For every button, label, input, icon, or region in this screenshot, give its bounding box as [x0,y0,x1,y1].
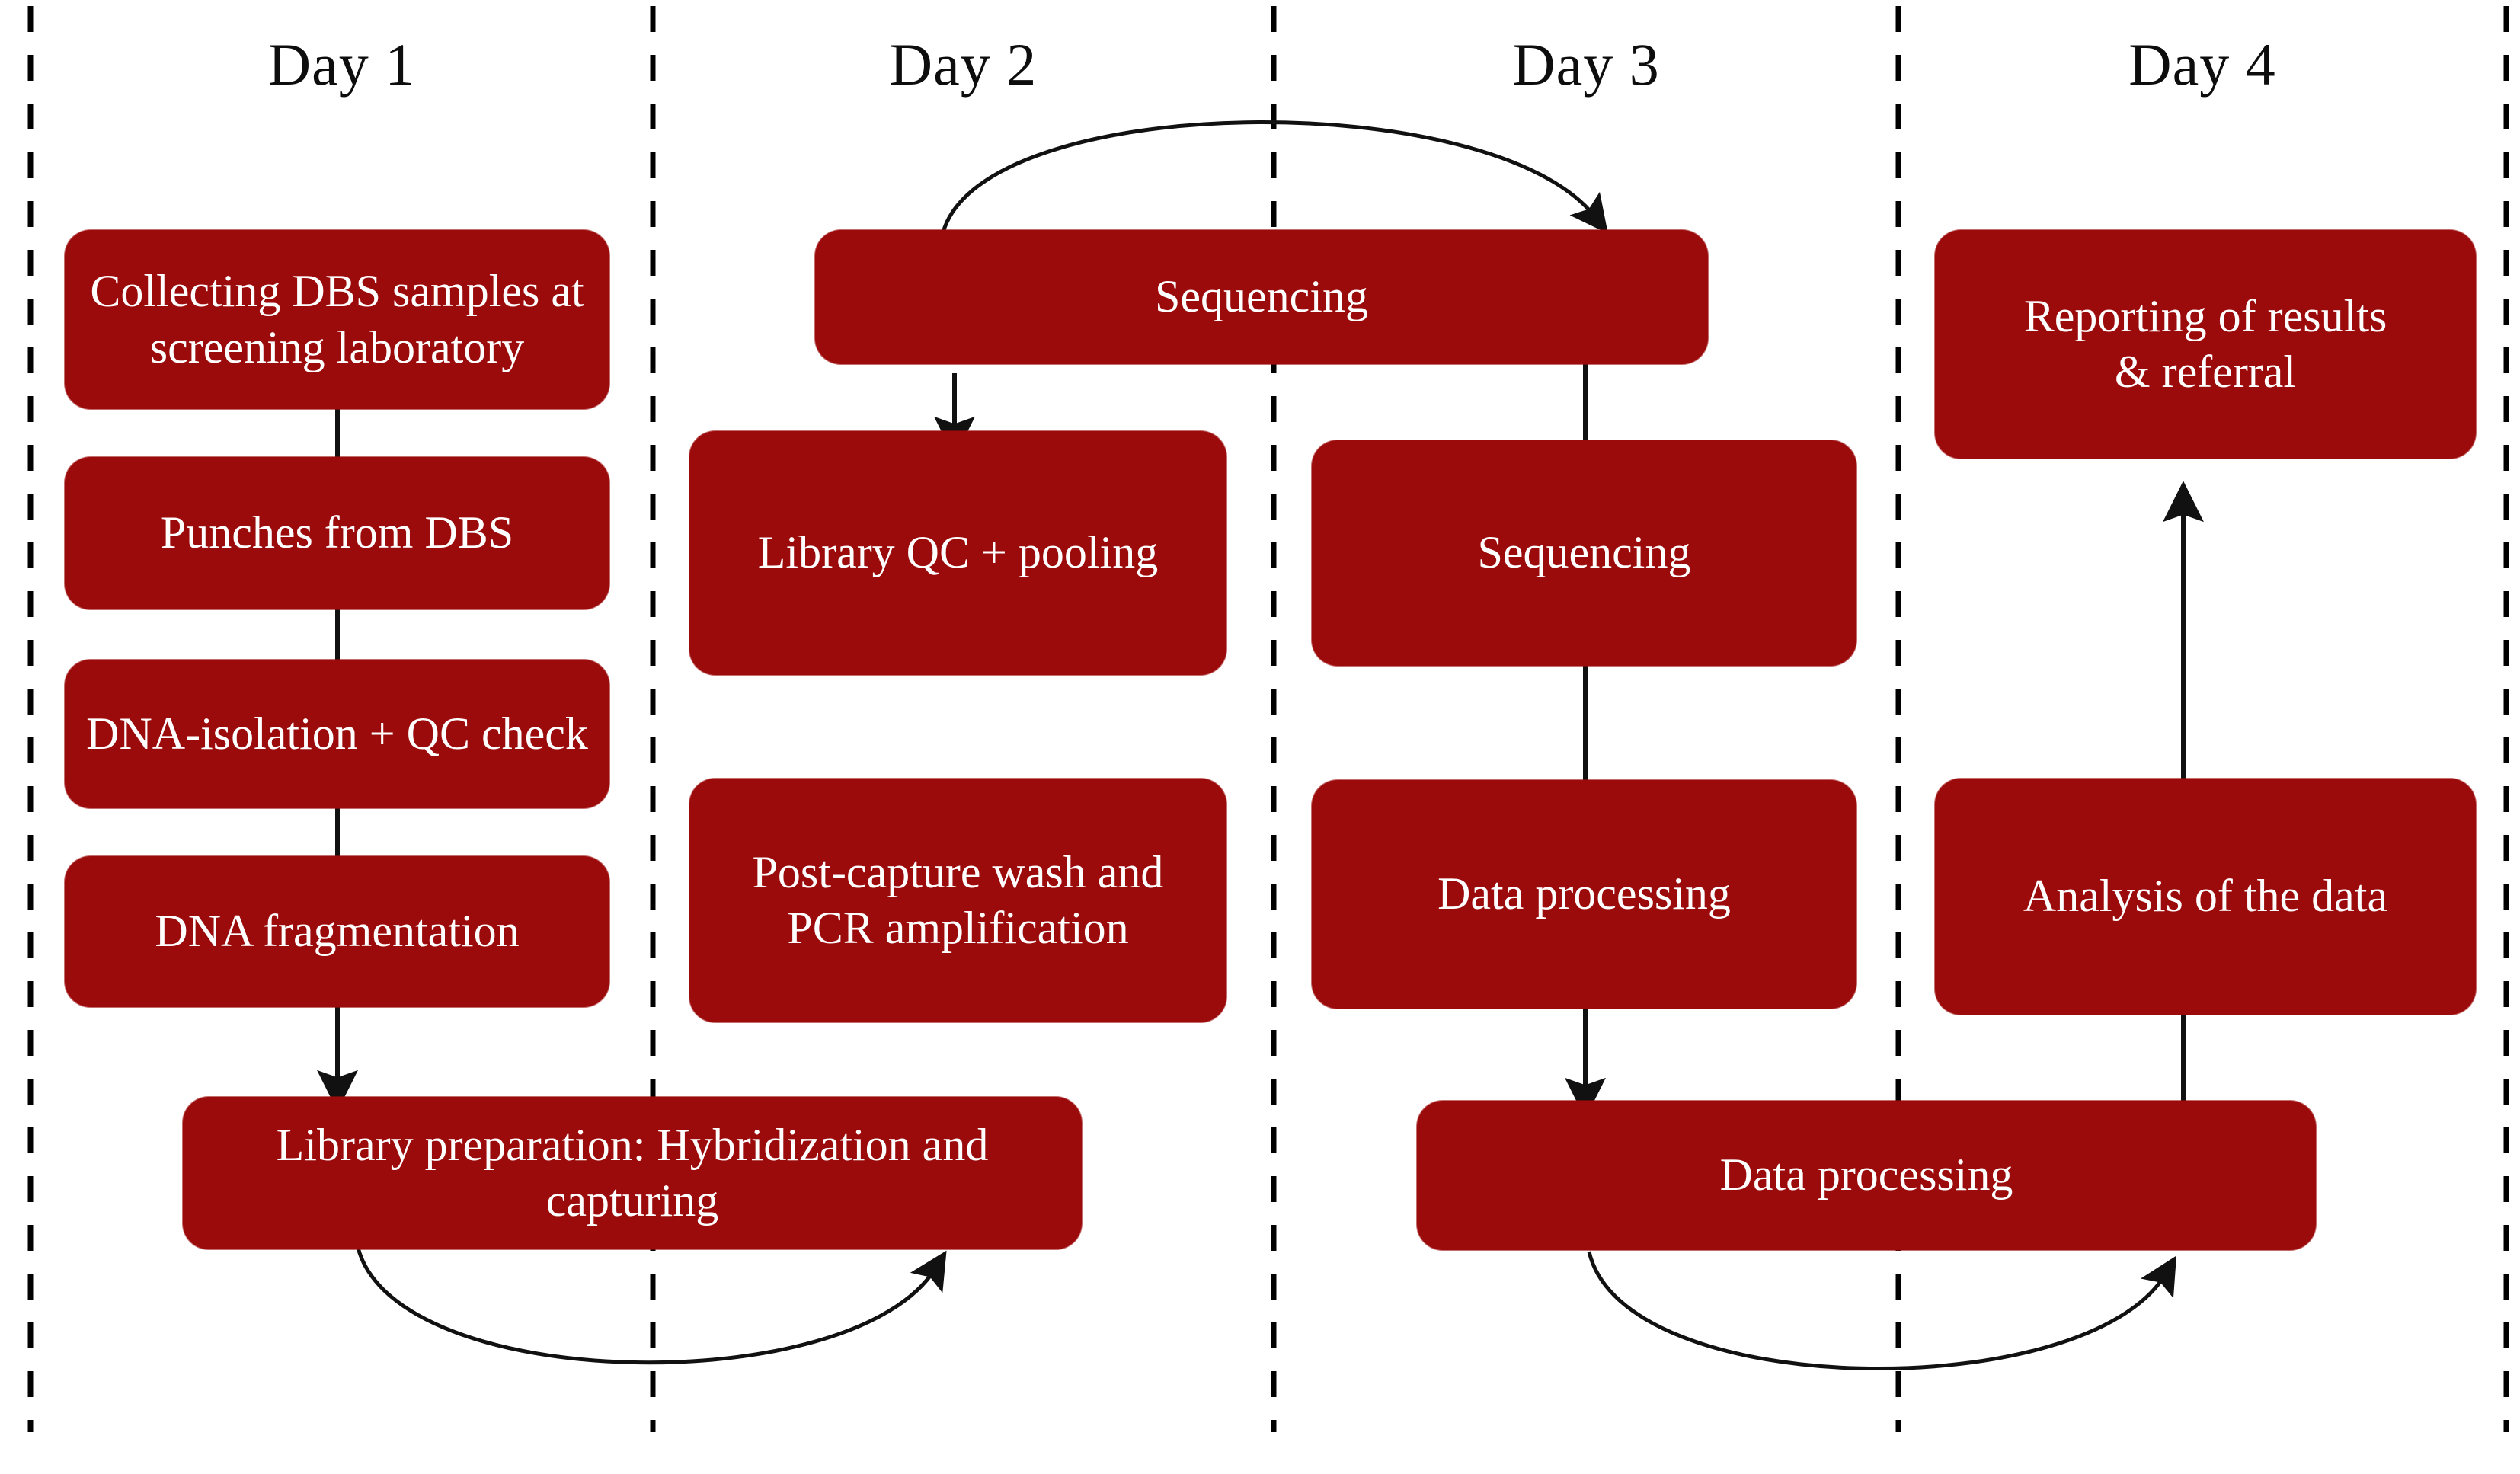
node-punches-from-dbs[interactable]: Punches from DBS [65,457,609,609]
curve-dataprocessing-to-analysis [1587,1251,2177,1371]
day-label-3: Day 3 [1512,31,1660,98]
node-dna-isolation-qc[interactable]: DNA-isolation + QC check [65,660,609,808]
node-dna-fragmentation-label: DNA fragmentation [155,906,520,957]
node-sequencing-day3[interactable]: Sequencing [1312,440,1856,666]
node-library-qc-label: Library QC + pooling [757,527,1159,578]
node-dna-isolation-label: DNA-isolation + QC check [86,708,588,759]
node-post-capture-line1: Post-capture wash and [752,846,1164,897]
node-data-processing-day3-label: Data processing [1437,868,1731,919]
node-library-prep-line2: capturing [545,1175,719,1226]
node-dna-fragmentation[interactable]: DNA fragmentation [65,856,609,1007]
node-punches-label: Punches from DBS [160,507,514,558]
node-sequencing-day3-label: Sequencing [1477,527,1691,578]
curve-sequencing-day2-to-day3 [941,120,1608,234]
node-sequencing-top[interactable]: Sequencing [815,230,1708,364]
node-collecting-dbs-line1: Collecting DBS samples at [90,266,584,317]
node-analysis-of-data[interactable]: Analysis of the data [1935,779,2476,1015]
node-library-preparation[interactable]: Library preparation: Hybridization and c… [183,1097,1082,1249]
day-label-1: Day 1 [267,31,416,98]
node-sequencing-top-label: Sequencing [1155,271,1368,322]
node-reporting-results-referral[interactable]: Reporting of results & referral [1935,230,2476,459]
node-analysis-label: Analysis of the data [2023,871,2388,922]
node-library-qc-pooling[interactable]: Library QC + pooling [689,431,1226,675]
node-post-capture-line2: PCR amplification [787,903,1129,953]
curve-libraryprep-to-postcapture [356,1247,947,1365]
node-post-capture-wash-pcr[interactable]: Post-capture wash and PCR amplification [689,779,1226,1022]
node-collecting-dbs[interactable]: Collecting DBS samples at screening labo… [65,230,609,409]
day-label-4: Day 4 [2128,31,2276,98]
node-data-processing-bottom[interactable]: Data processing [1417,1101,2316,1250]
node-collecting-dbs-line2: screening laboratory [149,321,525,372]
day-label-2: Day 2 [889,31,1038,98]
node-data-processing-bottom-label: Data processing [1719,1149,2013,1201]
node-library-prep-line1: Library preparation: Hybridization and [276,1119,989,1170]
node-reporting-line2: & referral [2114,347,2297,397]
node-data-processing-day3[interactable]: Data processing [1312,780,1856,1009]
node-reporting-line1: Reporting of results [2023,290,2387,341]
